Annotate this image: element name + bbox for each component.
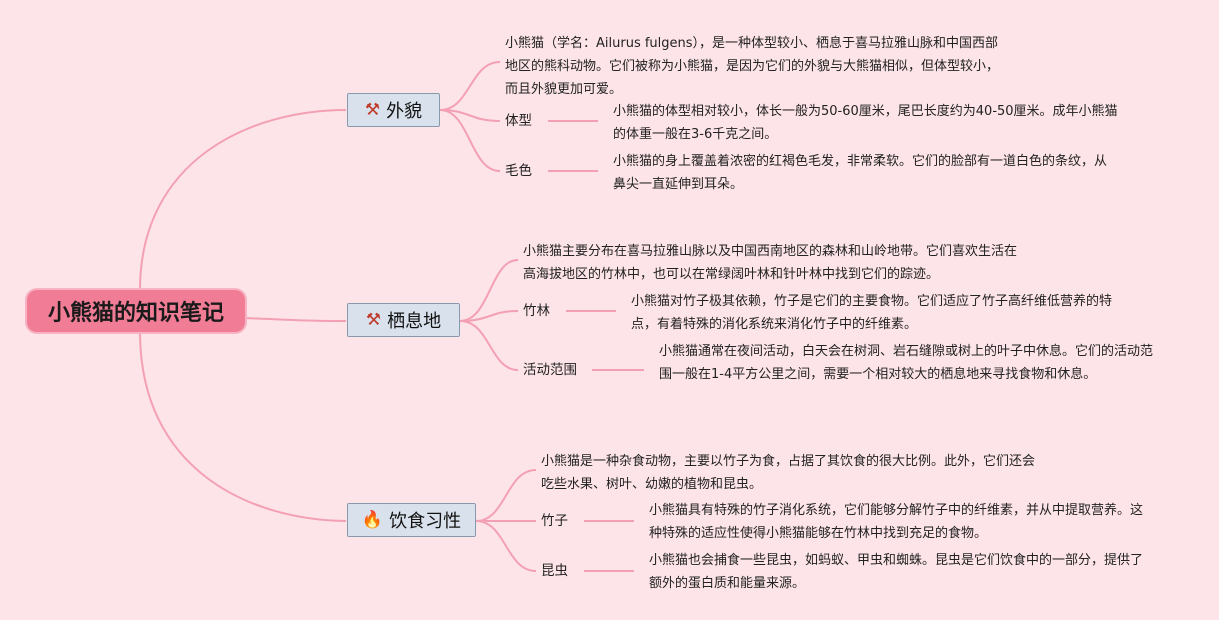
subtopic-fur[interactable]: 毛色	[505, 163, 532, 179]
tools-icon: ⚒	[365, 309, 382, 330]
link-habitat-bamboo-forest	[459, 310, 519, 322]
diet-summary: 小熊猫是一种杂食动物，主要以竹子为食，占据了其饮食的很大比例。此外，它们还会吃些…	[541, 454, 1036, 492]
bamboo-forest-detail: 小熊猫对竹子极其依赖，竹子是它们的主要食物。它们适应了竹子高纤维低营养的特点，有…	[631, 294, 1113, 332]
subtopic-bamboo-forest[interactable]: 竹林	[523, 303, 550, 319]
appearance-summary: 小熊猫（学名：Ailurus fulgens），是一种体型较小、栖息于喜马拉雅山…	[505, 36, 1000, 97]
link-diet-insects	[475, 520, 537, 572]
tools-icon: ⚒	[364, 99, 381, 120]
link-habitat-summary	[459, 259, 519, 322]
subtopic-bamboo[interactable]: 竹子	[541, 513, 568, 529]
range-detail: 小熊猫通常在夜间活动，白天会在树洞、岩石缝隙或树上的叶子中休息。它们的活动范围一…	[659, 344, 1154, 382]
link-root-diet	[139, 331, 347, 522]
subtopic-body[interactable]: 体型	[505, 113, 532, 129]
branch-appearance[interactable]: ⚒ 外貌	[347, 93, 440, 127]
branch-label: 饮食习性	[389, 511, 462, 532]
link-appearance-summary	[439, 61, 501, 111]
link-habitat-range	[459, 320, 519, 371]
link-diet-summary	[475, 469, 537, 522]
fur-detail: 小熊猫的身上覆盖着浓密的红褐色毛发，非常柔软。它们的脸部有一道白色的条纹，从鼻尖…	[613, 154, 1108, 192]
root-topic[interactable]: 小熊猫的知识笔记	[27, 290, 245, 332]
subtopic-insects[interactable]: 昆虫	[541, 563, 568, 579]
insects-detail: 小熊猫也会捕食一些昆虫，如蚂蚁、甲虫和蜘蛛。昆虫是它们饮食中的一部分，提供了额外…	[649, 553, 1144, 591]
link-appearance-body	[439, 109, 501, 122]
link-appearance-fur	[439, 109, 501, 172]
branch-label: 栖息地	[387, 311, 442, 332]
fire-icon: 🔥	[361, 509, 384, 530]
bamboo-detail: 小熊猫具有特殊的竹子消化系统，它们能够分解竹子中的纤维素，并从中提取营养。这种特…	[649, 503, 1144, 541]
body-detail: 小熊猫的体型相对较小，体长一般为50-60厘米，尾巴长度约为40-50厘米。成年…	[613, 104, 1118, 142]
habitat-summary: 小熊猫主要分布在喜马拉雅山脉以及中国西南地区的森林和山岭地带。它们喜欢生活在高海…	[523, 244, 1018, 282]
branch-habitat[interactable]: ⚒ 栖息地	[347, 303, 460, 337]
link-root-appearance	[139, 109, 347, 291]
branch-diet[interactable]: 🔥 饮食习性	[347, 503, 476, 537]
link-root-habitat	[244, 317, 347, 322]
subtopic-range[interactable]: 活动范围	[523, 362, 577, 378]
branch-label: 外貌	[386, 101, 423, 122]
